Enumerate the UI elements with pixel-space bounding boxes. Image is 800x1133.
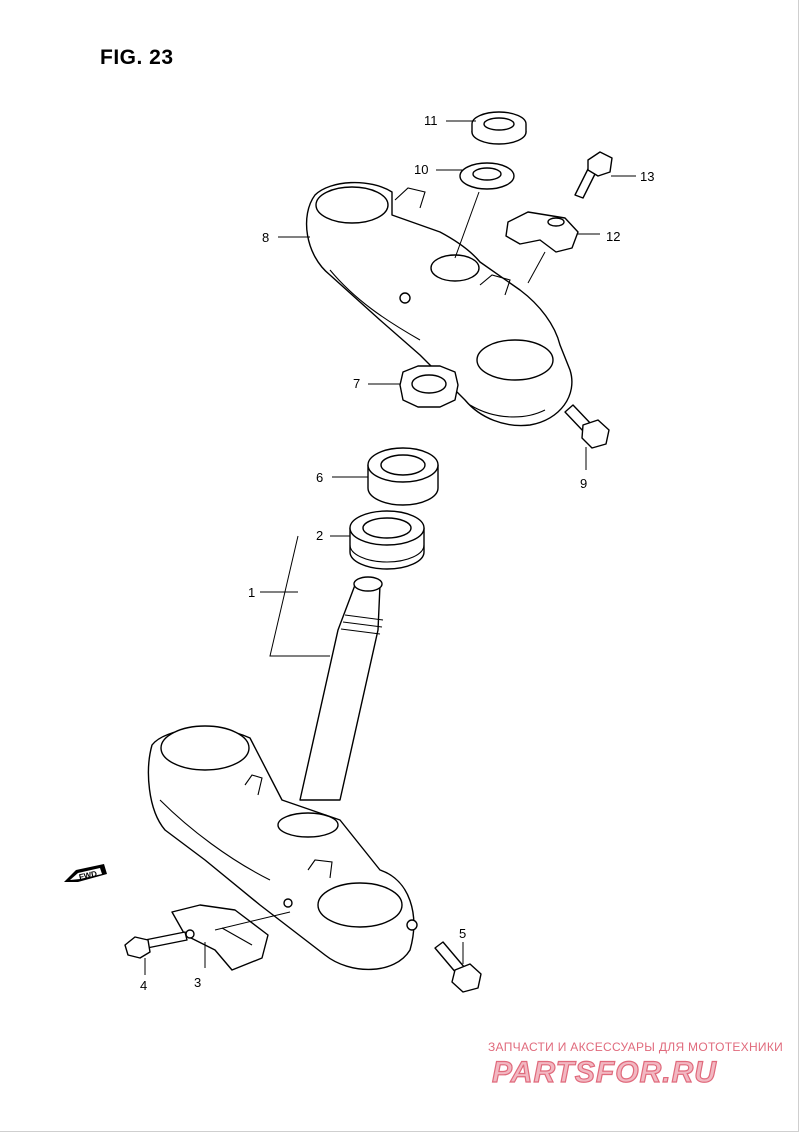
- bolt-5-part: [434, 941, 482, 993]
- figure-title: FIG. 23: [100, 46, 174, 69]
- callout-3: 3: [194, 975, 201, 990]
- bearing-2-part: [349, 510, 425, 570]
- fwd-label: FWD: [78, 869, 98, 882]
- callout-11: 11: [424, 113, 438, 128]
- bearing-6-part: [367, 447, 439, 506]
- bolt-4-part: [124, 931, 188, 959]
- callout-7: 7: [353, 376, 360, 391]
- bolt-13-part: [574, 151, 613, 199]
- washer-part: [459, 162, 515, 190]
- upper-bracket-part: [305, 181, 573, 427]
- callout-10: 10: [414, 162, 428, 177]
- leader-lines: [144, 120, 636, 975]
- watermark-logo: PARTSFOR.RU: [491, 1055, 717, 1088]
- cable-guide-part: [171, 904, 269, 971]
- callout-9: 9: [580, 476, 587, 491]
- handlebar-holder-part: [505, 211, 579, 253]
- callout-5: 5: [459, 926, 466, 941]
- castle-nut-part: [399, 365, 459, 408]
- steering-nut-part: [471, 111, 527, 145]
- lower-bracket-stem-part: [147, 576, 418, 971]
- watermark-caption: ЗАПЧАСТИ И АКСЕССУАРЫ ДЛЯ МОТОТЕХНИКИ: [488, 1040, 784, 1054]
- forward-arrow-icon: FWD: [64, 864, 107, 882]
- callout-12: 12: [606, 229, 620, 244]
- callout-2: 2: [316, 528, 323, 543]
- callout-6: 6: [316, 470, 323, 485]
- watermark-logo-text: PARTSFOR.RU: [492, 1056, 717, 1088]
- callout-4: 4: [140, 978, 147, 993]
- callout-13: 13: [640, 169, 654, 184]
- callout-1: 1: [248, 585, 255, 600]
- callout-8: 8: [262, 230, 269, 245]
- bolt-9-part: [564, 404, 610, 449]
